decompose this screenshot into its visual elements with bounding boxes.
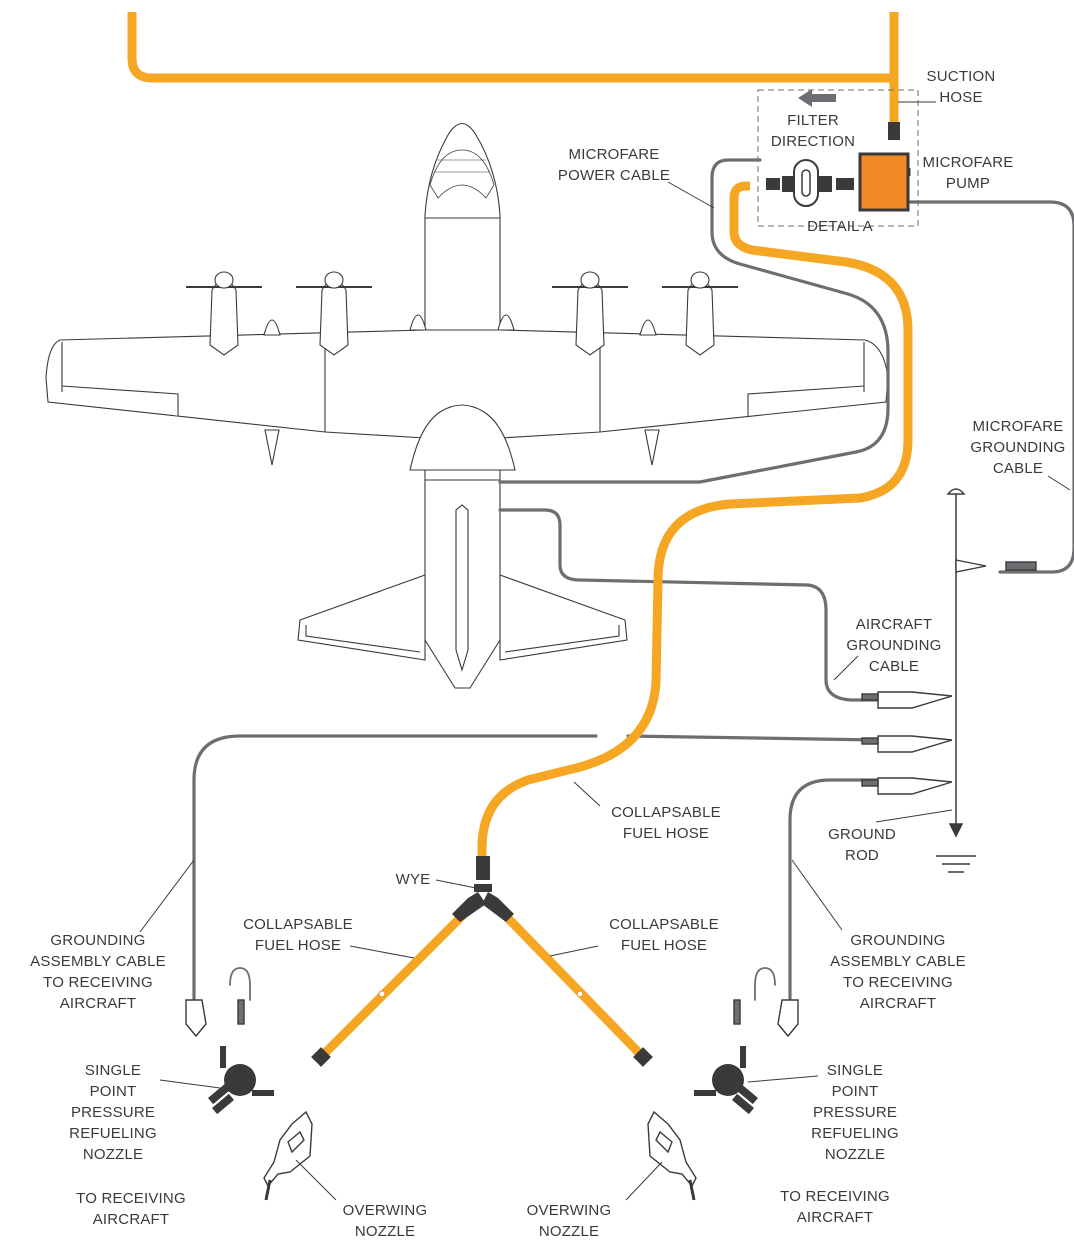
suction-line [127, 12, 894, 83]
aircraft-grounding-cable-line [498, 508, 880, 702]
engine-1 [186, 271, 281, 466]
grounding-assembly-short [626, 734, 880, 742]
overwing-nozzle-left [263, 1110, 313, 1201]
collapsable-hose-main [477, 181, 913, 858]
wye-label: WYE [395, 871, 431, 888]
grounding-assembly-left-line [192, 734, 598, 1002]
detail-a [757, 89, 919, 227]
microfare-power-cable-line [498, 158, 890, 484]
collapsable-hose-right [498, 908, 646, 1060]
spr-nozzle-left [208, 1046, 274, 1115]
grounding-assembly-right-line [788, 778, 880, 1002]
engine-2 [296, 271, 427, 356]
leader-lines [139, 101, 1071, 1201]
grounding-clamps [185, 999, 799, 1038]
overwing-nozzle-right [647, 1110, 697, 1201]
microfare-pump-box [858, 152, 910, 212]
aircraft-outline [45, 122, 889, 689]
microfare-grounding-cable-line [906, 200, 1074, 574]
wye-fitting [311, 856, 653, 1067]
ground-rod [861, 488, 1037, 873]
detail-a-label: DETAIL A [807, 218, 873, 235]
cables [192, 158, 1074, 1002]
collapsable-hose-left [318, 908, 470, 1060]
engine-4 [639, 271, 738, 466]
spr-nozzle-right [694, 1046, 758, 1115]
engine-3 [497, 271, 628, 356]
fuel-hoses [127, 12, 913, 1060]
filter-direction-arrow [798, 89, 836, 107]
